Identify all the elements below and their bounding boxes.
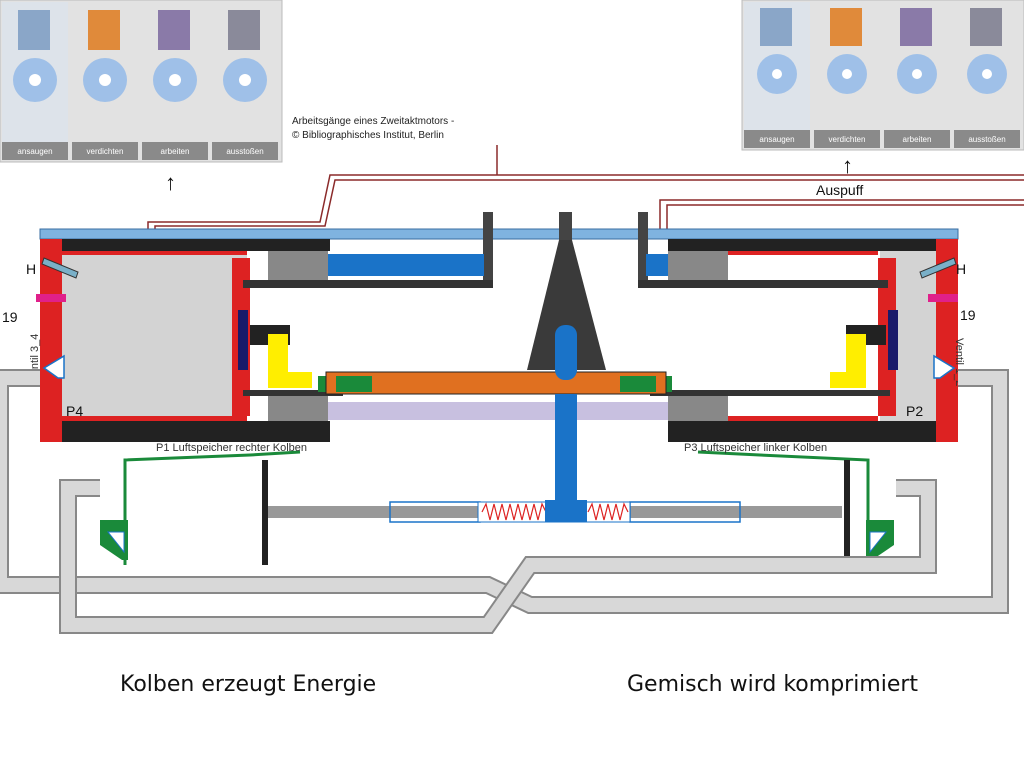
left-step-label-3: arbeiten — [161, 147, 190, 156]
left-h-label: H — [26, 261, 36, 277]
left-combustion-chamber — [62, 251, 247, 421]
central-orange-rod — [325, 371, 667, 395]
right-strip-step-3 — [884, 2, 950, 148]
lower-lavender-rod — [328, 402, 668, 420]
right-spark-plug-icon — [919, 257, 957, 279]
right-lower-rod — [630, 506, 842, 518]
left-strip-step-2 — [72, 2, 138, 160]
right-h-label: H — [956, 261, 966, 277]
left-step-label-1: ansaugen — [17, 147, 52, 156]
p1-air-reservoir — [100, 450, 301, 565]
right-guide-post — [638, 212, 648, 284]
exhaust-label: Auspuff — [816, 182, 863, 198]
left-lower-block — [268, 396, 328, 421]
left-process-strip: ansaugen verdichten arbeiten ausstoßen — [0, 0, 283, 163]
p1-reservoir-label: P1 Luftspeicher rechter Kolben — [156, 442, 307, 454]
right-injector — [928, 294, 958, 302]
exhaust-pipes — [147, 145, 1024, 230]
p3-reservoir-label: P3 Luftspeicher linker Kolben — [684, 442, 827, 454]
left-upper-blue-rod — [328, 254, 484, 276]
right-step-label-3: arbeiten — [903, 135, 932, 144]
right-yellow-link — [830, 334, 866, 388]
right-caption: Gemisch wird komprimiert — [627, 672, 919, 697]
right-cylinder-wall-outer — [936, 239, 958, 442]
left-injector — [36, 294, 66, 302]
crank-housing — [527, 240, 606, 370]
center-post — [559, 212, 572, 240]
left-guide-post — [483, 212, 493, 284]
right-strip-step-2 — [814, 2, 880, 148]
right-process-strip: ansaugen verdichten arbeiten ausstoßen — [741, 0, 1024, 151]
left-strip-step-1 — [2, 2, 68, 160]
crank-pin — [555, 325, 577, 380]
right-strip-step-4 — [954, 2, 1020, 148]
left-upper-block — [268, 251, 328, 281]
left-cylinder-wall-outer — [40, 239, 62, 442]
transfer-pipes — [0, 369, 1009, 634]
right-valve-icon — [933, 354, 956, 379]
credit-line-1: Arbeitsgänge eines Zweitaktmotors - — [292, 116, 454, 127]
left-lower-rod — [268, 506, 478, 518]
right-lower-block — [668, 396, 728, 421]
left-valve-icon — [42, 354, 65, 379]
right-strip-step-1 — [744, 2, 810, 148]
left-strip-step-3 — [142, 2, 208, 160]
right-spring — [587, 502, 629, 521]
left-cylinder — [40, 239, 330, 442]
left-spring — [481, 502, 547, 521]
right-upper-blue-rod — [646, 254, 668, 276]
p3-air-reservoir — [697, 450, 894, 565]
right-piston — [878, 258, 896, 416]
left-up-arrow-icon: ↑ — [165, 170, 176, 195]
right-step-label-1: ansaugen — [759, 135, 794, 144]
top-connecting-bar — [39, 228, 959, 240]
left-step-label-2: verdichten — [87, 147, 124, 156]
left-spark-plug-icon — [41, 257, 79, 279]
left-caption: Kolben erzeugt Energie — [120, 672, 377, 697]
right-number-19: 19 — [960, 307, 976, 323]
p4-label: P4 — [66, 403, 83, 419]
credit-line-2: © Bibliographisches Institut, Berlin — [292, 130, 444, 141]
left-yellow-link — [268, 334, 312, 388]
right-cylinder — [668, 239, 958, 442]
right-up-arrow-icon: ↑ — [842, 153, 853, 178]
right-step-label-2: verdichten — [829, 135, 866, 144]
vertical-blue-rod — [555, 394, 577, 522]
right-step-label-4: ausstoßen — [968, 135, 1005, 144]
p2-label: P2 — [906, 403, 923, 419]
left-piston-crown — [238, 310, 248, 370]
right-upper-block — [668, 251, 728, 281]
left-strip-step-4 — [212, 2, 278, 160]
left-step-label-4: ausstoßen — [226, 147, 263, 156]
left-number-19: 19 — [2, 309, 18, 325]
right-piston-crown — [888, 310, 898, 370]
